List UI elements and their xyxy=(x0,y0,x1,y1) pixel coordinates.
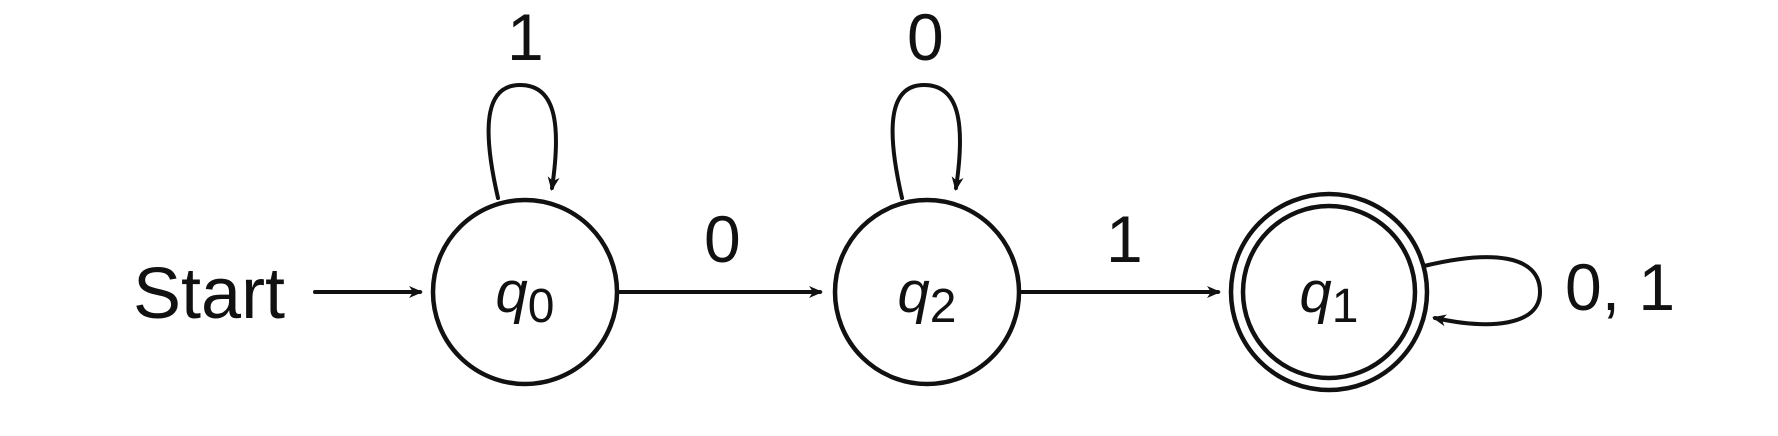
state-q2-label: q2 xyxy=(898,260,957,333)
self-loop-label-q1: 0, 1 xyxy=(1565,250,1675,324)
state-q1-inner-circle xyxy=(1240,203,1418,381)
self-loop-q0 xyxy=(486,82,560,200)
self-loop-q2 xyxy=(890,82,964,200)
state-q2: q2 xyxy=(832,197,1022,387)
state-q0-circle xyxy=(430,197,620,387)
state-q0: q0 xyxy=(430,197,620,387)
self-loop-label-q0: 1 xyxy=(507,0,544,74)
edge-label-q2-q1: 1 xyxy=(1106,202,1143,276)
start-label: Start xyxy=(133,254,285,334)
state-q0-label: q0 xyxy=(496,260,555,333)
state-q2-circle xyxy=(832,197,1022,387)
self-loop-q1 xyxy=(1422,255,1543,327)
state-q1: q1 xyxy=(1228,191,1430,393)
edge-label-q0-q2: 0 xyxy=(704,202,741,276)
self-loop-label-q2: 0 xyxy=(907,0,944,74)
state-q1-label: q1 xyxy=(1300,260,1359,333)
